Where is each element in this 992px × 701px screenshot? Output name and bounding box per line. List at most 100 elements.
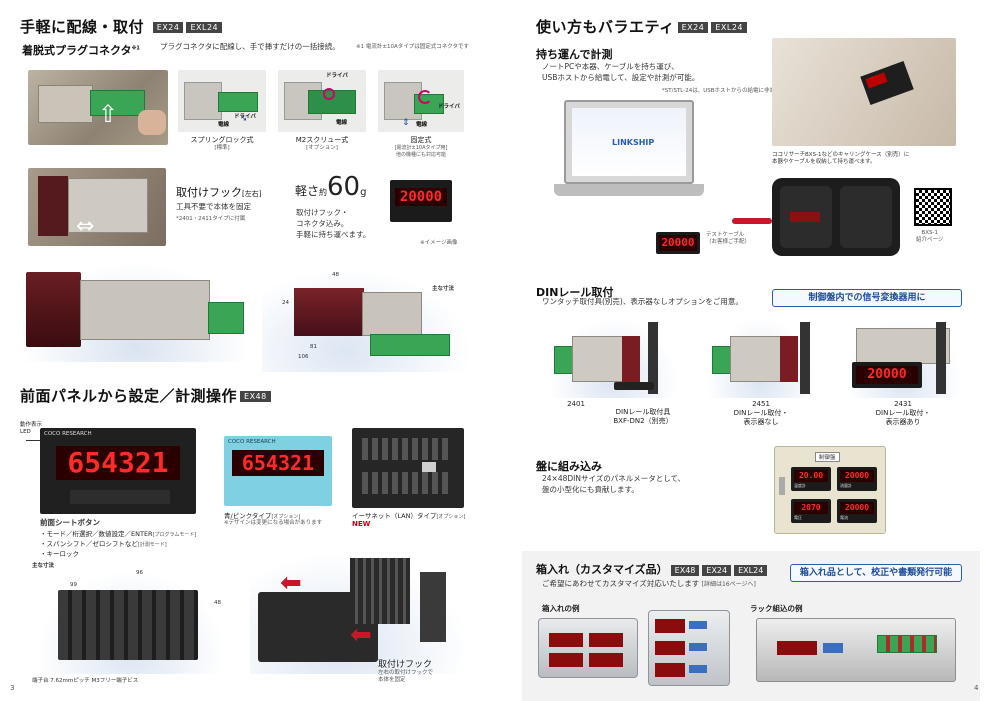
carry-title: 持ち運んで計測: [536, 48, 613, 61]
hook-part: [68, 178, 148, 233]
arrow-icon: ➘: [240, 114, 248, 124]
hook-part: [350, 558, 410, 624]
qr-code-icon: [914, 188, 952, 226]
new-badge: NEW: [352, 520, 371, 528]
meter-body: [362, 292, 422, 336]
box-callout: 箱入れ品として、校正や書類発行可能: [790, 564, 962, 582]
hook-note: *2401・2411タイプに付属: [176, 216, 246, 222]
panel-meter: 20000 流量計: [837, 467, 877, 491]
control-panel-image: 制御盤 20.00 温度計 20000 流量計 2070 電圧 20000 電流: [774, 446, 886, 534]
din-desc: ワンタッチ取付具(別売)、表示器なしオプションをご用意。: [542, 297, 743, 306]
green-connector: [218, 92, 258, 112]
front-buttons-list: ・モード／桁選択／数値設定／ENTER[プログラムモード] ・スパンシフト／ゼロ…: [40, 530, 197, 558]
screen-logo: LINKSHIP: [612, 138, 655, 147]
page-number: 3: [10, 684, 15, 692]
carry-desc: ノートPCや本器、ケーブルを持ち運び、 USBホストから給電して、設定や計測が可…: [542, 62, 700, 82]
model-tag: EXL24: [186, 22, 223, 33]
meter-body: [38, 85, 93, 123]
meter-in-case: [790, 212, 820, 222]
meter-display: 20000: [659, 235, 697, 251]
lan-caption: イーサネット（LAN）タイプ[オプション]: [352, 512, 466, 520]
page-number: 4: [974, 684, 979, 692]
fixed-type-diagram: ドライバ 電線 ⇕: [378, 70, 464, 132]
rack-example-label: ラック組込の例: [750, 604, 803, 613]
weight-block: 軽さ約60g: [295, 172, 367, 202]
dim-depth2: 106: [298, 354, 309, 360]
spring-lock-diagram: ドライバ 電線 ➘: [178, 70, 266, 132]
meter-body: [80, 280, 210, 340]
model-tag: EX48: [670, 564, 700, 576]
weight-meter: 20000: [390, 180, 452, 222]
hook-desc: 工具不要で本体を固定: [176, 202, 251, 211]
brand-label: COCO RESEARCH: [228, 439, 276, 445]
qr-caption: BXS-1 紹介ページ: [916, 230, 944, 244]
model-tag: EXL24: [711, 22, 747, 33]
green-connector: [208, 302, 244, 334]
green-connector: [712, 346, 732, 374]
panel-meter: 20000 電流: [837, 499, 877, 523]
driver-label: ドライバ: [326, 73, 348, 79]
meter-front: [38, 176, 68, 236]
fixed-caption: 固定式 [電流計±10Aタイプ用] 他の機種にも対応可能: [394, 136, 448, 158]
lan-meter: [352, 428, 464, 508]
terminal-block: [362, 472, 452, 494]
wire-label: 電線: [336, 120, 348, 126]
case-desc: ココリサーチBXS-1などのキャリングケース（別売）に 本器やケーブルを収納して…: [772, 152, 910, 166]
hook2-desc: 左右の取付けフックで 本体を固定: [378, 670, 434, 684]
up-down-arrow-icon: ⇕: [402, 118, 410, 128]
panelmount-title: 盤に組み込み: [536, 460, 602, 473]
box-example-2: [648, 610, 730, 686]
front-buttons-title: 前面シートボタン: [40, 518, 100, 527]
box-example-1: [538, 618, 638, 678]
meter-body: [730, 336, 784, 382]
terminal-caption: 端子台 7.62mmピッチ M3フリー端子ビス: [32, 678, 139, 684]
driver-label: ドライバ: [438, 104, 460, 110]
din-rail: [648, 322, 658, 394]
double-arrow-icon: ⇔: [76, 214, 95, 239]
green-connector: [90, 90, 145, 116]
dim-height: 48: [214, 600, 221, 606]
meter-front: [780, 336, 798, 382]
terminal-block: [58, 590, 198, 660]
din-bracket-caption: DINレール取付具 BXF-DN2（別売）: [613, 408, 673, 426]
pocket-meter: [860, 61, 914, 105]
din-2431-image: 20000: [846, 318, 962, 398]
wire-label: 電線: [416, 122, 428, 128]
dims2-label: 主な寸法: [32, 563, 55, 569]
din-2451-image: [706, 318, 816, 398]
dim-width: 48: [332, 272, 339, 278]
carry-case-image: [772, 178, 900, 256]
din-callout: 制御盤内での信号変換器用に: [772, 289, 962, 307]
plug-title: 着脱式プラグコネクタ※1: [22, 44, 140, 57]
laptop-image: LINKSHIP: [554, 100, 704, 200]
meter-display: 654321: [232, 450, 324, 476]
arrow-icon: ⇧: [98, 100, 119, 128]
weight-desc: 取付けフック・ コネクタ込み。 手軽に持ち運べます。: [296, 208, 371, 239]
meter-body: [572, 336, 626, 382]
front-buttons: [70, 490, 170, 504]
m2-screw-diagram: ドライバ 電線: [278, 70, 366, 132]
green-connector: [877, 635, 937, 653]
din-2451-caption: 2451 DINレール取付・ 表示器なし: [733, 400, 789, 427]
rotate-icon: [418, 90, 432, 104]
meter-display: 20000: [856, 366, 918, 384]
plug-desc: プラグコネクタに配線し、手で挿すだけの一括接続。: [160, 42, 340, 51]
ex48-meter: COCO RESEARCH 654321: [40, 428, 196, 514]
din-2401-image: [548, 318, 678, 398]
hook-title: 取付けフック[左右]: [176, 186, 262, 199]
blue-note: ※デザインは変更になる場合があります: [224, 520, 323, 526]
dims-label: 主な寸法: [432, 286, 455, 292]
box-example-label: 箱入れの例: [542, 604, 580, 613]
hand-icon: [138, 110, 166, 135]
model-tag: EX24: [702, 564, 732, 576]
arrow-icon: ⬅: [350, 620, 372, 650]
ex48-hook-image: ⬅ ⬅: [250, 552, 470, 674]
dim-width: 96: [136, 570, 143, 576]
meter-front: [622, 336, 640, 382]
green-connector: [370, 334, 450, 356]
terminal-block: [362, 438, 452, 460]
din-code-2401: 2401: [567, 400, 585, 408]
blue-meter: COCO RESEARCH 654321: [224, 436, 332, 506]
